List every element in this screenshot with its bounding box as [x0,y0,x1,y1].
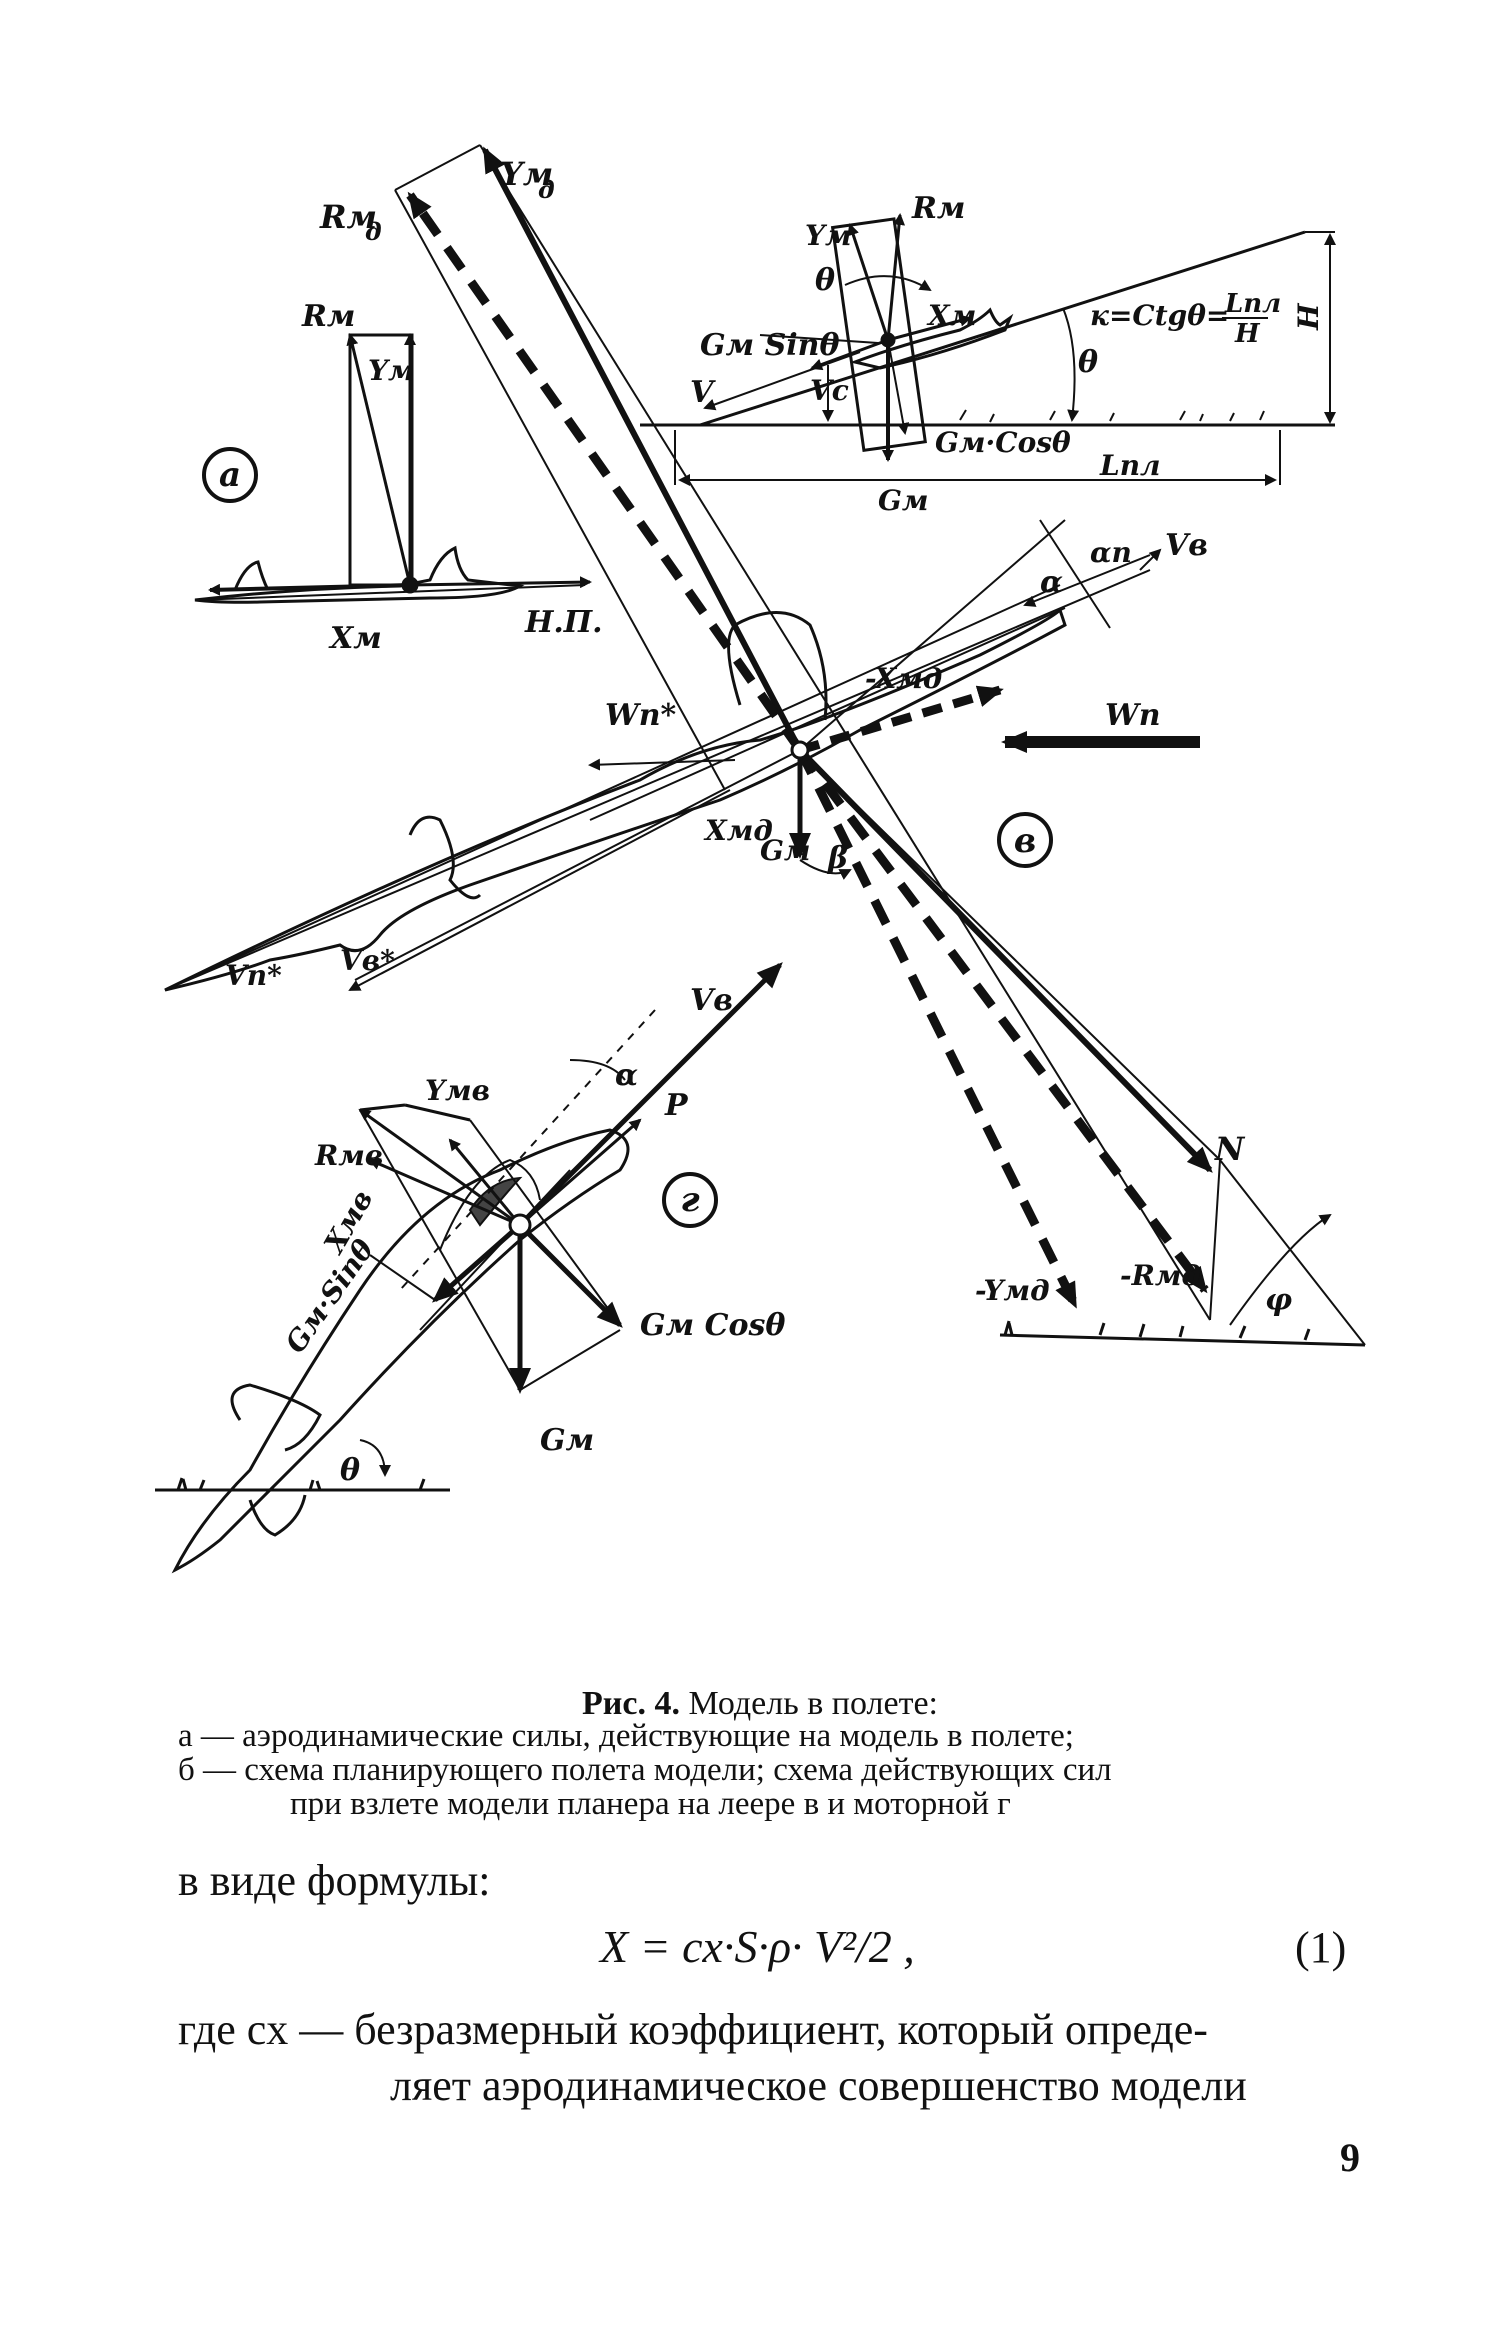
label-alpha-g: α [615,1058,638,1093]
label-alpha: α [1040,565,1063,600]
label-R-m: Rм [301,299,355,334]
label-Y-md-sub: д [538,175,555,204]
page-number: 9 [1340,2135,1360,2180]
label-Vb-g: Vв [690,983,733,1018]
body-where-line-1: где cx — безразмерный коэффициент, котор… [178,2005,1208,2054]
label-minus-Xmd: -Xмд [865,662,942,695]
label-R-m-b: Rм [911,191,965,226]
label-Y-mv: Yмв [425,1074,490,1107]
caption-line-3: при взлете модели планера на леере в и м… [290,1786,1011,1822]
label-xm-b: Xм [926,299,976,332]
label-np: Н.П. [524,605,603,640]
label-R-mv: Rмв [314,1139,383,1172]
panel-v-label: в [1014,821,1036,861]
label-Gm-v: Gм [760,834,811,867]
label-gm-sin-g: Gм·Sinθ [279,1233,381,1359]
label-Y-m: Yм [368,354,415,387]
label-Lpl-frac: Lпл [1224,289,1281,319]
caption-line-2: б — схема планирующего полета модели; сх… [178,1752,1112,1788]
panel-a-label: а [219,455,241,495]
label-Gm-b: Gм [878,484,929,517]
formula-1: X = cx·S·ρ· V²/2 , [600,1921,915,1972]
panel-v-ground [999,1213,1366,1347]
panel-v-circle [997,812,1053,868]
panel-b-diagram [640,213,1336,486]
caption-line-1: а — аэродинамические силы, действующие н… [178,1718,1074,1754]
panel-g-glider [171,1128,630,1574]
label-gm-sin-b: Gм Sinθ [700,328,839,363]
label-H-frac: H [1234,319,1261,349]
label-Wn: Wп [1105,698,1161,733]
panel-b-glider [849,307,1014,370]
panel-v-diagram [164,144,1366,1346]
label-gm-cos-b: Gм·Cosθ [935,426,1071,459]
label-Vn-star: Vп* [225,959,282,992]
panel-a-diagram [194,333,592,604]
label-phi: φ [1265,1283,1292,1318]
panel-g-diagram [171,962,783,1574]
label-theta-b: θ [815,263,835,298]
label-alpha-n: αп [1090,536,1132,569]
label-theta-angle: θ [1078,345,1098,380]
label-gm-cos-g: Gм Cosθ [640,1308,785,1343]
panel-v-glider [164,607,1067,992]
label-R-md-sub: д [365,217,382,246]
label-Gm-g: Gм [540,1423,594,1458]
label-Vb: Vв [1165,528,1208,563]
figure-caption-title: Рис. 4. Модель в полете: [160,1684,1360,1724]
figure-number: Рис. 4. [582,1685,680,1722]
label-Lpl: Lпл [1099,449,1161,482]
figure-title: Модель в полете: [679,1685,938,1722]
panel-a-circle [202,447,258,503]
body-intro: в виде формулы: [178,1856,491,1905]
label-Vb-star: Vв* [340,944,395,977]
label-beta: β [827,841,848,876]
label-H: H [1292,302,1325,331]
label-X-m: Xм [328,621,382,656]
formula-number: (1) [1295,1923,1347,1972]
label-minus-Ymd: -Yмд [975,1274,1050,1307]
label-minus-Rmd: -Rмд [1120,1259,1201,1292]
label-Wn-star: Wп* [605,698,677,733]
label-Vc: Vc [810,374,849,407]
label-R-md: Rм [319,198,377,236]
panel-b-ground [959,409,1265,423]
label-Xmd: Xмд [703,814,773,847]
label-theta-g: θ [340,1453,360,1488]
figure-4-diagram: а Rм Yм Xм Н.П. Yм Rм θ Gм Sinθ Xм к=Ctg… [155,144,1366,1574]
label-k-formula: к=Ctgθ= [1090,299,1229,332]
panel-g-circle [662,1172,718,1228]
label-Y-m-b: Yм [805,219,852,252]
label-Y-md: Yм [500,155,553,193]
body-where-line-2: ляет аэродинамическое совершенство модел… [390,2061,1247,2110]
panel-g-label: г [680,1180,699,1220]
panel-g-ground [155,1477,450,1492]
label-V: V [690,375,716,410]
label-N: N [1214,1130,1246,1168]
label-P: P [664,1088,689,1123]
